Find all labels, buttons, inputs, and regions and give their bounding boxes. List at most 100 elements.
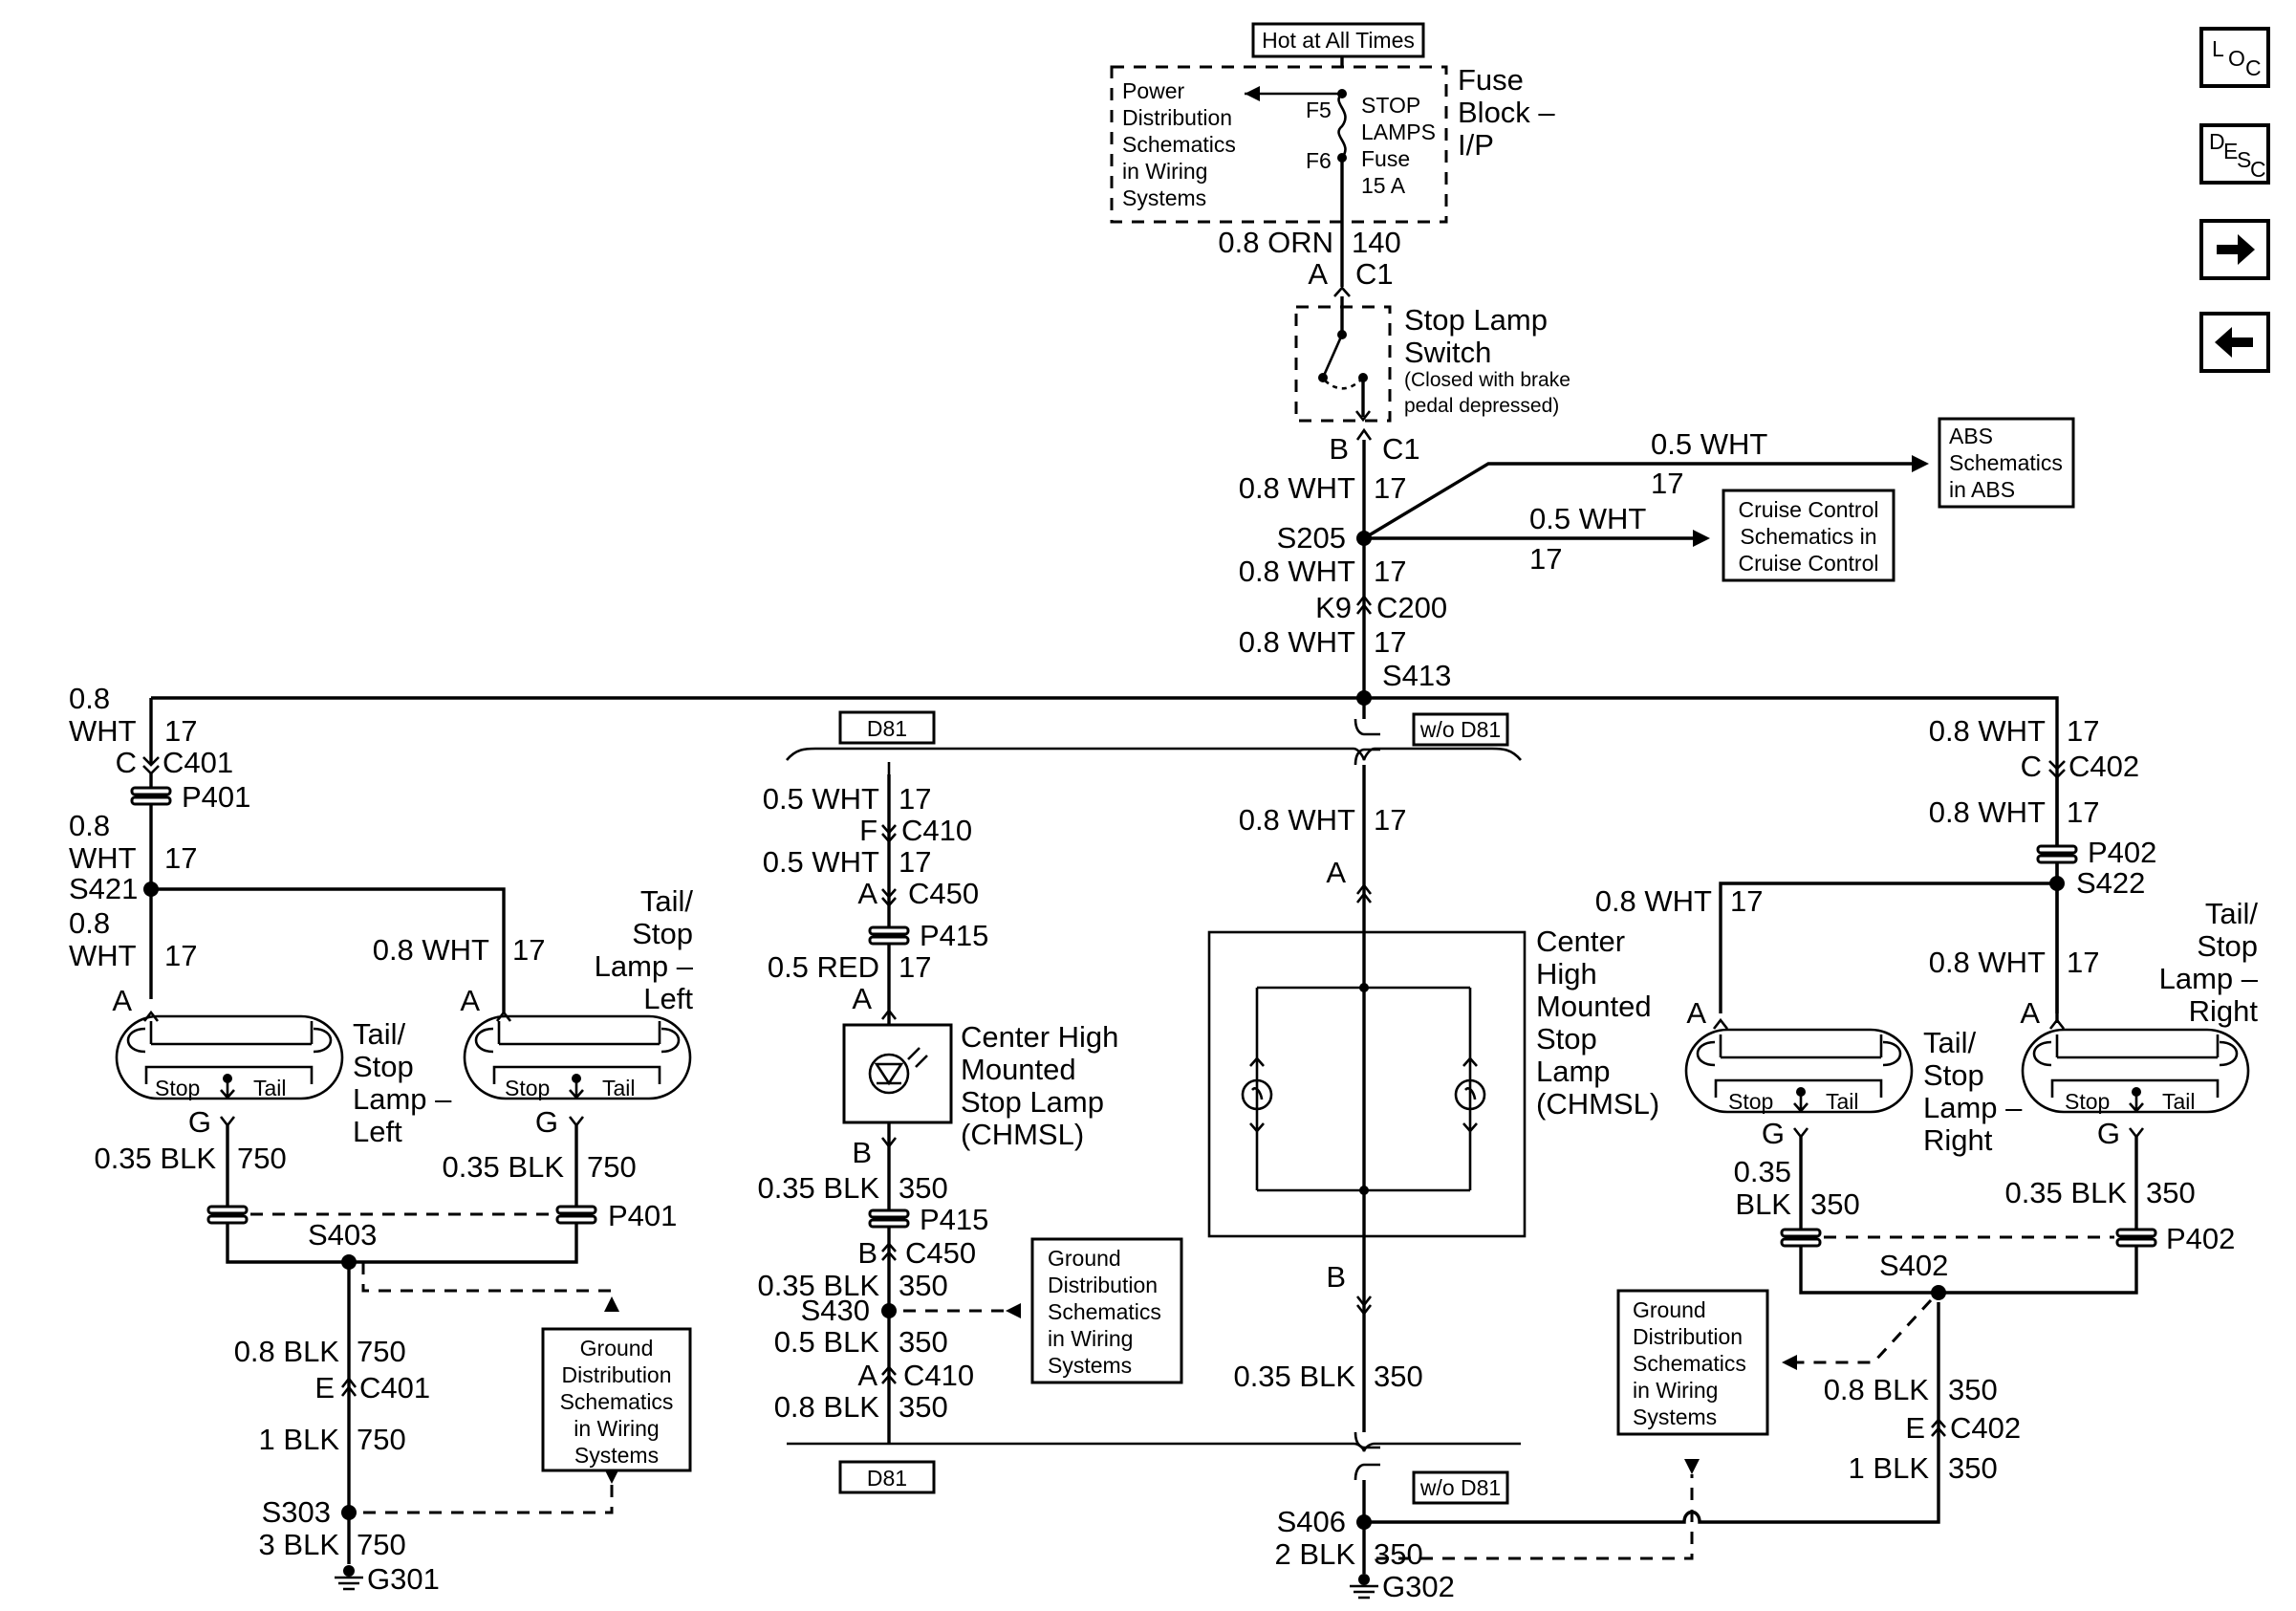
svg-text:B: B (852, 1136, 872, 1169)
svg-text:in Wiring: in Wiring (1122, 159, 1207, 184)
svg-text:0.35 BLK: 0.35 BLK (757, 1269, 879, 1302)
svg-text:0.8 WHT: 0.8 WHT (1929, 946, 2046, 979)
c1-connector-icon (1333, 286, 1351, 297)
svg-text:Mounted: Mounted (1536, 990, 1652, 1023)
svg-text:B: B (1326, 1260, 1346, 1294)
svg-text:D81: D81 (867, 716, 907, 741)
svg-text:0.8 WHT: 0.8 WHT (1595, 884, 1712, 918)
svg-text:in Wiring: in Wiring (574, 1416, 659, 1441)
svg-text:0.5 WHT: 0.5 WHT (763, 782, 879, 816)
circuit-17-bus (151, 696, 2059, 1023)
svg-text:17: 17 (1529, 542, 1562, 576)
hot-at-all-times-box: Hot at All Times (1251, 22, 1425, 58)
svg-text:G: G (535, 1105, 558, 1139)
next-page-button[interactable] (2199, 219, 2270, 280)
svg-text:0.5 WHT: 0.5 WHT (763, 845, 879, 879)
svg-text:Schematics: Schematics (1122, 132, 1236, 157)
switch-note-2: pedal depressed) (1404, 395, 1559, 417)
ground-distribution-link-center[interactable]: Ground Distribution Schematics in Wiring… (1030, 1237, 1183, 1384)
svg-text:3 BLK: 3 BLK (259, 1528, 340, 1561)
arrow-right-icon (2217, 234, 2255, 265)
svg-text:E: E (314, 1371, 335, 1404)
arrow-left-icon (2215, 327, 2253, 358)
d81-option-tag: D81 (838, 710, 936, 745)
fuse-block-title-3: I/P (1458, 128, 1494, 162)
svg-text:0.8 BLK: 0.8 BLK (774, 1390, 880, 1424)
switch-title-2: Switch (1404, 336, 1491, 369)
svg-text:E: E (1905, 1411, 1925, 1445)
svg-text:Lamp –: Lamp – (353, 1082, 452, 1116)
svg-text:1 BLK: 1 BLK (259, 1423, 340, 1456)
svg-text:Cruise Control: Cruise Control (1739, 551, 1879, 576)
cruise-arrow-icon (1693, 530, 1710, 547)
svg-text:P415: P415 (920, 919, 988, 952)
svg-text:Ground: Ground (1633, 1297, 1706, 1322)
wire-140-label: 0.8 ORN (1218, 226, 1333, 259)
svg-text:C: C (2021, 750, 2042, 783)
svg-text:17: 17 (164, 939, 197, 972)
svg-text:Stop Lamp: Stop Lamp (961, 1085, 1104, 1119)
svg-text:750: 750 (357, 1423, 406, 1456)
svg-text:0.8: 0.8 (69, 809, 110, 842)
svg-text:A: A (460, 984, 480, 1017)
s402-label: S402 (1879, 1249, 1948, 1282)
svg-text:350: 350 (1948, 1451, 1998, 1485)
ground-distribution-link-right[interactable]: Ground Distribution Schematics in Wiring… (1616, 1289, 1769, 1436)
location-button[interactable]: L O C (2199, 27, 2270, 88)
svg-text:17: 17 (1651, 467, 1683, 500)
svg-text:750: 750 (357, 1335, 406, 1368)
fuse-label-2: LAMPS (1361, 120, 1436, 144)
svg-text:in Wiring: in Wiring (1048, 1326, 1133, 1351)
svg-text:Distribution: Distribution (1048, 1273, 1158, 1297)
tail-stop-lamp-right-outer (2021, 1028, 2250, 1114)
power-distribution-link[interactable]: Power Distribution Schematics in Wiring … (1122, 78, 1236, 210)
svg-text:C401: C401 (359, 1371, 430, 1404)
svg-text:0.5 BLK: 0.5 BLK (774, 1325, 880, 1359)
abs-schematics-link[interactable]: ABS Schematics in ABS (1938, 417, 2075, 509)
p401-bottom-connectors (206, 1205, 597, 1225)
svg-text:S430: S430 (801, 1294, 870, 1327)
svg-text:Distribution: Distribution (1633, 1324, 1743, 1349)
pds-arrow-icon (1245, 86, 1260, 101)
svg-text:S406: S406 (1277, 1505, 1346, 1538)
svg-text:0.8 WHT: 0.8 WHT (1239, 471, 1355, 505)
c1-top-label: C1 (1355, 257, 1394, 291)
svg-text:350: 350 (1374, 1537, 1423, 1571)
svg-text:A: A (2020, 996, 2040, 1030)
svg-text:350: 350 (1810, 1187, 1860, 1221)
g301-ground-icon (335, 1565, 363, 1591)
p402-bottom-connectors (1780, 1228, 2157, 1248)
s205-label: S205 (1277, 521, 1346, 555)
svg-text:G: G (1762, 1117, 1785, 1150)
ground-distribution-link-left[interactable]: Ground Distribution Schematics in Wiring… (541, 1327, 692, 1472)
svg-text:w/o D81: w/o D81 (1419, 1475, 1501, 1500)
fuse-block-outline (1110, 65, 1448, 224)
svg-text:C: C (116, 746, 137, 779)
svg-text:17: 17 (164, 841, 197, 875)
svg-text:P401: P401 (182, 780, 250, 814)
svg-text:BLK: BLK (1735, 1187, 1791, 1221)
c401-bottom-connector-icon (340, 1376, 357, 1397)
chmsl-led-lamp (842, 1023, 953, 1124)
svg-text:17: 17 (899, 782, 931, 816)
svg-text:High: High (1536, 957, 1597, 991)
svg-text:Tail: Tail (1826, 1089, 1859, 1114)
svg-text:Schematics: Schematics (1048, 1299, 1161, 1324)
svg-text:0.8 BLK: 0.8 BLK (234, 1335, 340, 1368)
svg-text:in ABS: in ABS (1949, 477, 2015, 502)
description-button[interactable]: D E S C (2199, 123, 2270, 185)
svg-text:K9: K9 (1315, 591, 1352, 624)
svg-text:Stop: Stop (505, 1076, 550, 1100)
svg-text:Cruise Control: Cruise Control (1739, 497, 1879, 522)
cruise-control-schematics-link[interactable]: Cruise Control Schematics in Cruise Cont… (1722, 489, 1895, 582)
svg-text:350: 350 (899, 1171, 948, 1205)
pin-b-label: B (1329, 432, 1349, 466)
svg-text:(CHMSL): (CHMSL) (1536, 1087, 1659, 1121)
svg-text:Stop: Stop (1536, 1022, 1597, 1056)
previous-page-button[interactable] (2199, 312, 2270, 373)
abs-arrow-icon (1912, 455, 1929, 472)
svg-text:WHT: WHT (69, 841, 137, 875)
svg-text:G301: G301 (367, 1562, 440, 1596)
s303-splice (341, 1505, 357, 1520)
svg-text:Schematics in: Schematics in (1740, 524, 1876, 549)
